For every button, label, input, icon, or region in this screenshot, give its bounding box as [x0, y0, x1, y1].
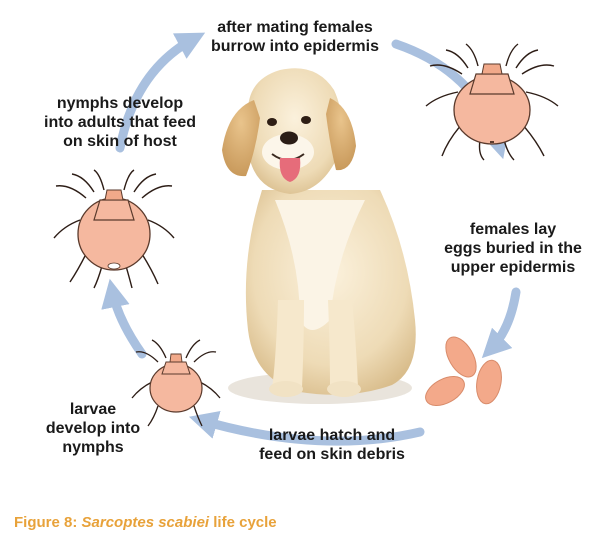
stage-label-line: develop into — [45, 420, 141, 437]
caption-species: Sarcoptes scabiei — [81, 514, 210, 531]
caption-prefix: Figure 8: — [14, 514, 82, 531]
stage-label-nymphs: nymphs develop into adults that feed on … — [10, 94, 230, 151]
stage-label-line: larvae — [69, 401, 117, 418]
stage-label-hatch: larvae hatch and feed on skin debris — [232, 426, 432, 464]
stage-label-line: burrow into epidermis — [210, 38, 379, 55]
stage-label-line: after mating females — [217, 19, 373, 36]
mite-larva-icon — [131, 339, 221, 427]
stage-label-line: eggs buried in the — [444, 240, 582, 257]
stage-label-line: nymphs develop — [56, 95, 184, 112]
stage-label-line: into adults that feed — [44, 114, 196, 131]
mite-adult-icon — [425, 43, 559, 161]
arrow-larvae-to-nymph — [101, 278, 147, 359]
stage-label-line: on skin of host — [63, 133, 177, 150]
figure-caption: Figure 8: Sarcoptes scabiei life cycle — [14, 514, 277, 531]
stage-label-line: females lay — [469, 221, 557, 238]
stage-label-line: feed on skin debris — [259, 446, 405, 463]
stage-label-line: nymphs — [62, 439, 124, 456]
stage-label-line: upper epidermis — [450, 259, 576, 276]
dog-illustration — [222, 68, 416, 404]
mite-nymph-icon — [53, 169, 175, 289]
stage-label-larvae: larvae develop into nymphs — [28, 400, 158, 457]
stage-label-eggs: females lay eggs buried in the upper epi… — [428, 220, 598, 277]
egg-cluster-icon — [425, 336, 502, 406]
caption-suffix: life cycle — [209, 514, 277, 531]
arrow-eggs-to-hatch-upper — [481, 287, 521, 359]
stage-label-mating: after mating females burrow into epiderm… — [180, 18, 410, 56]
arrow-hatch-to-larvae — [188, 411, 425, 446]
stage-label-line: larvae hatch and — [268, 427, 396, 444]
arrow-nymph-to-mating — [115, 32, 206, 153]
